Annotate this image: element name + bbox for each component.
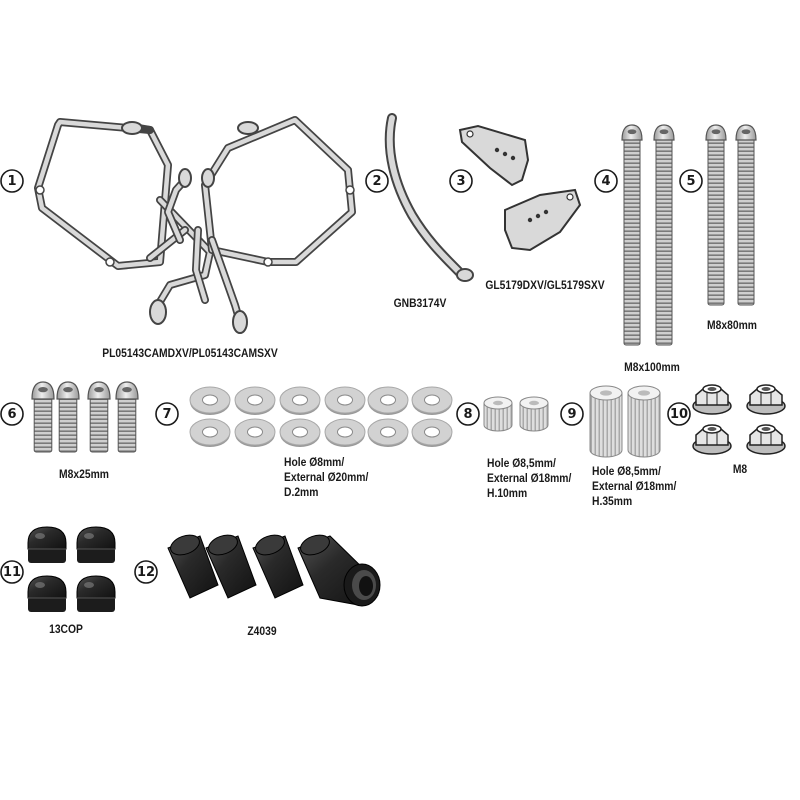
washer-icon — [189, 418, 231, 447]
long-bolt-80-icon — [705, 124, 757, 306]
part-7-label-line: Hole Ø8mm/ — [284, 455, 345, 469]
part-8-label-line: H.10mm — [487, 486, 528, 500]
part-number: 9 — [567, 407, 576, 422]
washer-icon — [234, 386, 276, 415]
washer-icon — [234, 418, 276, 447]
part-8-label-line: Hole Ø8,5mm/ — [487, 456, 556, 470]
part-number-badge: 3 — [449, 169, 473, 193]
left-side-frame-icon — [34, 118, 214, 325]
part-number-badge: 5 — [679, 169, 703, 193]
part-number-badge: 8 — [456, 402, 480, 426]
part-number: 4 — [601, 174, 610, 189]
bolt-icon — [735, 124, 757, 306]
bolt-icon — [115, 381, 139, 453]
bracket-plate-icon — [458, 124, 582, 252]
part-number: 8 — [463, 407, 472, 422]
bolt-icon — [653, 124, 675, 346]
bolt-icon — [705, 124, 727, 306]
washer-icon — [411, 418, 453, 447]
part-number: 12 — [137, 565, 155, 580]
nut-icon — [692, 424, 732, 455]
part-number: 10 — [670, 407, 688, 422]
cap-nut-cover-icon — [27, 526, 67, 563]
cap-nut-cover-icon — [27, 575, 67, 612]
part-10-label: M8 — [732, 462, 748, 476]
part-number-badge: 4 — [594, 169, 618, 193]
bolt-icon — [621, 124, 643, 346]
part-number-badge: 6 — [0, 402, 24, 426]
washer-icon — [367, 418, 409, 447]
part-7-label-line: D.2mm — [284, 485, 319, 499]
nut-icon — [746, 384, 786, 415]
part-9-label-line: H.35mm — [592, 494, 633, 508]
washer-icon — [324, 386, 366, 415]
part-6-label: M8x25mm — [59, 467, 109, 481]
part-number-badge: 9 — [560, 402, 584, 426]
part-9-label-line: External Ø18mm/ — [592, 479, 677, 493]
part-7-label-line: External Ø20mm/ — [284, 470, 369, 484]
bolt-icon — [56, 381, 80, 453]
bolt-icon — [87, 381, 111, 453]
part-number: 5 — [686, 174, 695, 189]
part-5-label: M8x80mm — [707, 318, 757, 332]
part-11-label: 13COP — [49, 622, 83, 636]
bolt-icon — [31, 381, 55, 453]
washer-icon — [279, 418, 321, 447]
part-number-badge: 12 — [134, 560, 158, 584]
part-number: 1 — [7, 174, 16, 189]
rubber-sleeve-icon — [167, 534, 381, 607]
part-number-badge: 2 — [365, 169, 389, 193]
part-12-label: Z4039 — [247, 624, 277, 638]
side-frame-pair-icon — [34, 116, 356, 334]
nut-icon — [746, 424, 786, 455]
part-4-label: M8x100mm — [624, 360, 680, 374]
washer-icon — [411, 386, 453, 415]
washer-icon — [324, 418, 366, 447]
washer-icon — [189, 386, 231, 415]
part-2-label: GNB3174V — [393, 296, 447, 310]
part-9-label-line: Hole Ø8,5mm/ — [592, 464, 661, 478]
part-3-label: GL5179DXV/GL5179SXV — [485, 278, 605, 292]
bent-bar-icon — [384, 113, 474, 282]
long-bolt-100-icon — [621, 124, 675, 346]
nut-icon — [692, 384, 732, 415]
washer-icon — [279, 386, 321, 415]
part-number: 3 — [456, 174, 465, 189]
right-side-frame-icon — [164, 116, 356, 334]
short-spacer-icon — [483, 396, 549, 432]
washer-icon — [367, 386, 409, 415]
part-number: 11 — [3, 565, 21, 580]
part-number-badge: 1 — [0, 169, 24, 193]
part-number-badge: 10 — [667, 402, 691, 426]
part-7-label: Hole Ø8mm/ External Ø20mm/ D.2mm — [284, 455, 368, 500]
cap-nut-cover-icon — [76, 526, 116, 563]
part-number-badge: 11 — [0, 560, 24, 584]
part-1-label: PL05143CAMDXV/PL05143CAMSXV — [102, 346, 278, 360]
long-spacer-icon — [589, 385, 661, 458]
part-9-label: Hole Ø8,5mm/ External Ø18mm/ H.35mm — [592, 464, 676, 509]
part-number-badge: 7 — [155, 402, 179, 426]
part-8-label-line: External Ø18mm/ — [487, 471, 572, 485]
part-number: 6 — [7, 407, 16, 422]
part-number: 2 — [372, 174, 381, 189]
cap-nut-cover-icon — [76, 575, 116, 612]
part-8-label: Hole Ø8,5mm/ External Ø18mm/ H.10mm — [487, 456, 571, 501]
part-number: 7 — [162, 407, 171, 422]
